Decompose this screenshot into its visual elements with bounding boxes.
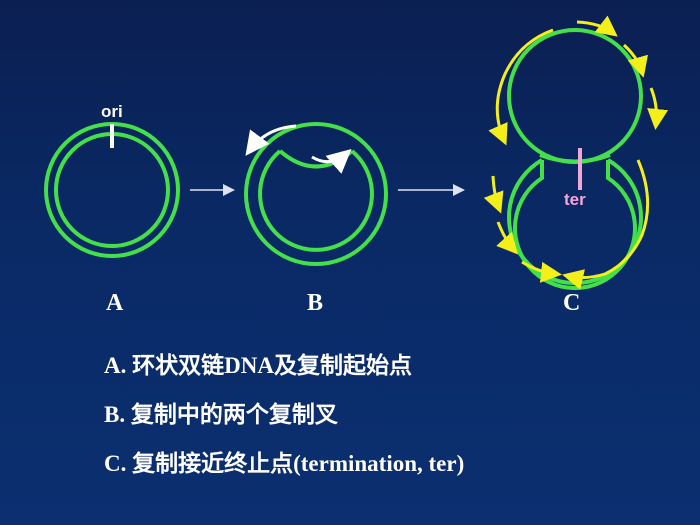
fork-arrow-c-bottom-right — [562, 159, 650, 290]
fork-arrow-c-left-middle — [496, 221, 519, 255]
circle-b-outer-strand — [244, 122, 388, 266]
panel-label-a: A — [106, 290, 124, 316]
circle-b — [244, 122, 388, 266]
caption-b: B. 复制中的两个复制叉 — [104, 402, 338, 427]
panel-label-c: C — [563, 290, 581, 316]
ori-label: ori — [101, 102, 123, 121]
fork-arrow-c-top-right — [622, 43, 648, 78]
fork-arrow-c-top-left — [488, 28, 554, 146]
caption-c: C. 复制接近终止点(termination, ter) — [104, 451, 465, 476]
daughter-circle-top — [507, 28, 643, 164]
circle-c — [483, 15, 669, 291]
fork-arrow-c-bottom-left — [521, 260, 562, 283]
ter-label: ter — [564, 190, 586, 209]
caption-a: A. 环状双链DNA及复制起始点 — [104, 353, 412, 378]
fork-arrow-left — [245, 124, 297, 156]
top-circle-lower-strand — [539, 153, 611, 164]
circle-a-inner-strand — [54, 132, 170, 248]
fork-arrow-c-left-upper — [483, 175, 504, 214]
fork-arrow-c-top-center — [576, 15, 618, 37]
circle-a — [44, 122, 180, 258]
fork-arrow-c-right-upper — [647, 87, 669, 130]
fork-arrow-right — [311, 149, 352, 174]
panel-label-b: B — [307, 290, 324, 316]
circle-b-inner-strand — [258, 149, 374, 252]
